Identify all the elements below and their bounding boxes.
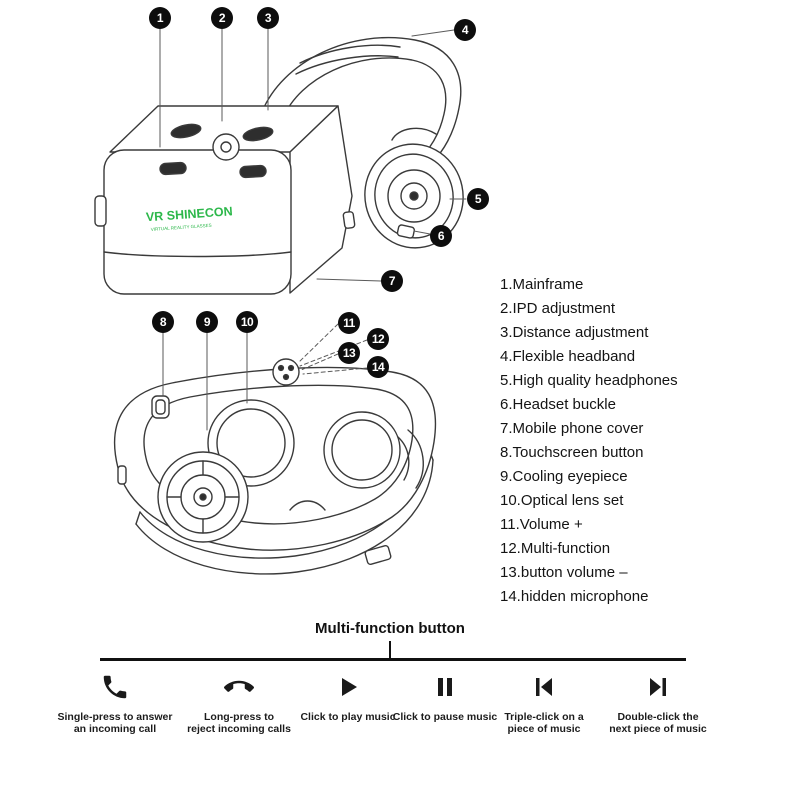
callout-6: 6	[430, 225, 452, 247]
headset-buckle	[396, 224, 416, 239]
multi-function-button-cluster	[272, 358, 300, 386]
optical-lens-right	[323, 411, 401, 489]
parts-list-item: 2.IPD adjustment	[500, 300, 616, 317]
callout-9: 9	[196, 311, 218, 333]
headphone-cup-left	[157, 451, 249, 543]
parts-list-item: 12.Multi-function	[500, 540, 611, 557]
next-track-icon	[646, 670, 670, 704]
function-caption: Click to pause music	[392, 711, 498, 723]
distance-adjustment-knob	[242, 126, 274, 142]
callout-13: 13	[338, 342, 360, 364]
callout-3: 3	[257, 7, 279, 29]
answer-call-icon	[100, 670, 130, 704]
callout-2: 2	[211, 7, 233, 29]
parts-list-item: 5.High quality headphones	[500, 372, 678, 389]
divider-line	[100, 658, 686, 661]
parts-list-item: 11.Volume +	[500, 516, 583, 533]
callout-14: 14	[367, 356, 389, 378]
brand-logo: VR SHINECON	[145, 204, 233, 224]
callout-5: 5	[467, 188, 489, 210]
callout-8: 8	[152, 311, 174, 333]
parts-list-item: 13.button volume –	[500, 564, 628, 581]
parts-list-item: 6.Headset buckle	[500, 396, 616, 413]
brand-tagline: VIRTUAL REALITY GLASSES	[151, 223, 212, 232]
callout-1: 1	[149, 7, 171, 29]
title-pointer-line	[389, 641, 391, 659]
parts-list-item: 3.Distance adjustment	[500, 324, 649, 341]
parts-list-item: 1.Mainframe	[500, 276, 584, 293]
leader-lines	[159, 28, 467, 431]
function-pause: Click to pause music	[385, 670, 505, 723]
function-caption: Click to play music	[300, 711, 396, 723]
parts-list-item: 7.Mobile phone cover	[500, 420, 644, 437]
headset-rear-view-illustration	[113, 358, 437, 575]
parts-list-item: 14.hidden microphone	[500, 588, 649, 605]
parts-list-item: 4.Flexible headband	[500, 348, 636, 365]
parts-list: 1.Mainframe 2.IPD adjustment 3.Distance …	[500, 273, 730, 609]
previous-track-icon	[532, 670, 556, 704]
reject-call-icon	[224, 670, 254, 704]
touchscreen-button	[151, 395, 170, 419]
callout-10: 10	[236, 311, 258, 333]
headset-top-view-illustration	[94, 36, 464, 295]
callout-4: 4	[454, 19, 476, 41]
play-icon	[336, 670, 360, 704]
parts-list-item: 9.Cooling eyepiece	[500, 468, 628, 485]
function-play: Click to play music	[288, 670, 408, 723]
parts-list-item: 10.Optical lens set	[500, 492, 624, 509]
pause-icon	[433, 670, 457, 704]
ipd-adjustment-knob	[170, 123, 202, 139]
headphone-cup	[364, 143, 464, 249]
callout-7: 7	[381, 270, 403, 292]
callout-12: 12	[367, 328, 389, 350]
parts-list-item: 8.Touchscreen button	[500, 444, 644, 461]
callout-11: 11	[338, 312, 360, 334]
multi-function-title: Multi-function button	[315, 620, 465, 637]
